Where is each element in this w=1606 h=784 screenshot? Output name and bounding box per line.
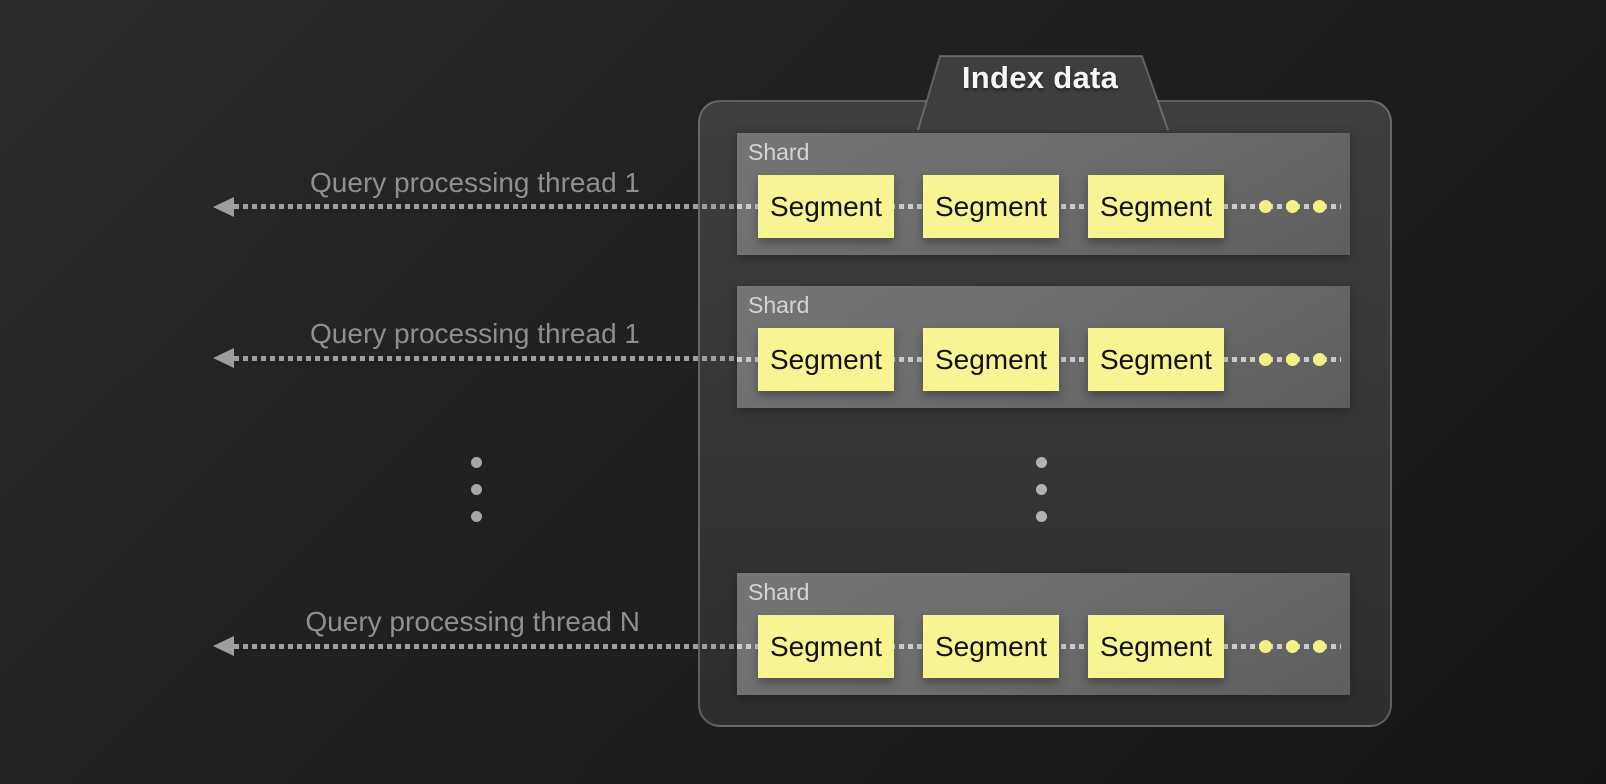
- segment-ellipsis-dot: [1286, 640, 1299, 653]
- segment-box: Segment: [1088, 615, 1224, 678]
- segment-ellipsis-dot: [1259, 640, 1272, 653]
- arrow-left-icon: [213, 348, 234, 368]
- segment-box: Segment: [1088, 328, 1224, 391]
- segment-box: Segment: [923, 175, 1059, 238]
- ellipsis-dot: [471, 457, 482, 468]
- segment-ellipsis-dot: [1286, 353, 1299, 366]
- arrow-left-icon: [213, 636, 234, 656]
- segment-ellipsis-dot: [1286, 200, 1299, 213]
- segment-box: Segment: [923, 615, 1059, 678]
- thread-dotted-line-n: [234, 644, 738, 649]
- segment-box: Segment: [758, 615, 894, 678]
- index-data-tab: [917, 55, 1169, 131]
- segment-ellipsis-dot: [1259, 353, 1272, 366]
- ellipsis-dot: [471, 484, 482, 495]
- thread-dotted-line-1: [234, 204, 738, 209]
- threads-vertical-ellipsis: [471, 457, 482, 522]
- shard-row-2: Shard Segment Segment Segment: [737, 286, 1350, 408]
- shard-label: Shard: [748, 579, 810, 605]
- ellipsis-dot: [471, 511, 482, 522]
- query-thread-label-n: Query processing thread N: [305, 606, 640, 637]
- ellipsis-dot: [1036, 457, 1047, 468]
- shard-label: Shard: [748, 139, 810, 165]
- segment-box: Segment: [758, 328, 894, 391]
- segment-ellipsis-dot: [1313, 200, 1326, 213]
- ellipsis-dot: [1036, 511, 1047, 522]
- query-thread-label-1: Query processing thread 1: [310, 167, 640, 198]
- shard-label: Shard: [748, 292, 810, 318]
- shards-vertical-ellipsis: [1036, 457, 1047, 522]
- segment-box: Segment: [923, 328, 1059, 391]
- thread-dotted-line-2: [234, 356, 738, 361]
- shard-row-1: Shard Segment Segment Segment: [737, 133, 1350, 255]
- segment-ellipsis-dot: [1313, 353, 1326, 366]
- index-data-title: Index data: [961, 60, 1119, 95]
- arrow-left-icon: [213, 197, 234, 217]
- segment-box: Segment: [1088, 175, 1224, 238]
- segment-box: Segment: [758, 175, 894, 238]
- segment-ellipsis-dot: [1259, 200, 1272, 213]
- ellipsis-dot: [1036, 484, 1047, 495]
- segment-ellipsis-dot: [1313, 640, 1326, 653]
- query-thread-label-2: Query processing thread 1: [310, 318, 640, 349]
- shard-row-n: Shard Segment Segment Segment: [737, 573, 1350, 695]
